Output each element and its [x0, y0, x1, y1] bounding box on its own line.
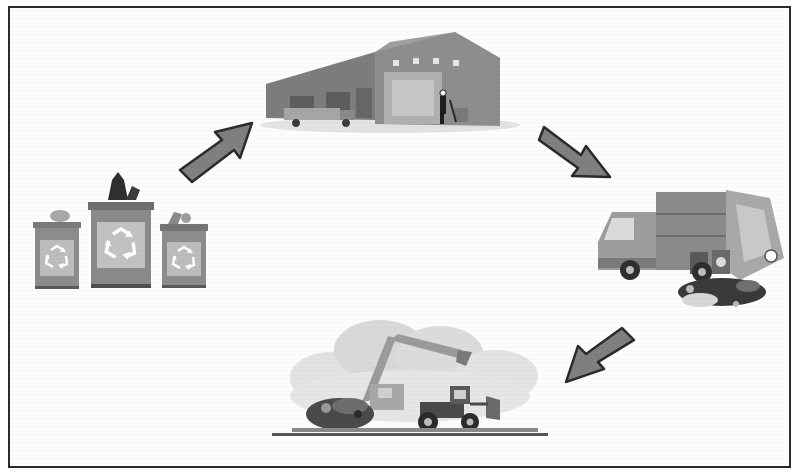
landfill: [272, 320, 548, 436]
bin-small-left: [33, 210, 81, 289]
flow-arrow-3: [566, 328, 634, 382]
garbage-truck: [598, 190, 784, 307]
flow-arrow-1: [180, 123, 252, 182]
warehouse: [260, 32, 520, 133]
flow-arrow-2: [539, 127, 610, 177]
bin-small-right: [160, 212, 208, 288]
bin-large-center: [88, 172, 154, 288]
recycling-bins: [33, 172, 208, 289]
